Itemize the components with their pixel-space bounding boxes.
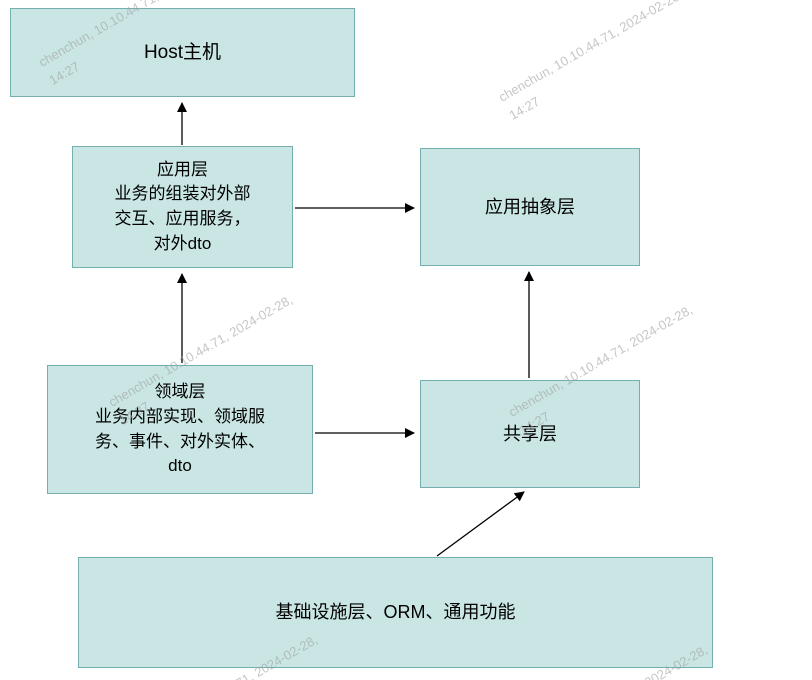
node-host: Host主机 bbox=[10, 8, 355, 97]
node-application-abstraction-layer: 应用抽象层 bbox=[420, 148, 640, 266]
node-domain-layer: 领域层 业务内部实现、领域服 务、事件、对外实体、 dto bbox=[47, 365, 313, 494]
node-application-abstraction-layer-label: 应用抽象层 bbox=[485, 196, 575, 217]
node-domain-layer-label: 领域层 业务内部实现、领域服 务、事件、对外实体、 dto bbox=[95, 382, 265, 476]
node-shared-layer-label: 共享层 bbox=[503, 423, 557, 444]
arrow-infrastructure-to-shared bbox=[436, 491, 525, 557]
node-infrastructure-layer: 基础设施层、ORM、通用功能 bbox=[78, 557, 713, 668]
node-application-layer: 应用层 业务的组装对外部 交互、应用服务， 对外dto bbox=[72, 146, 293, 268]
node-application-layer-label: 应用层 业务的组装对外部 交互、应用服务， 对外dto bbox=[114, 159, 251, 253]
node-infrastructure-layer-label: 基础设施层、ORM、通用功能 bbox=[275, 602, 516, 623]
node-host-label: Host主机 bbox=[143, 41, 222, 63]
node-shared-layer: 共享层 bbox=[420, 380, 640, 488]
